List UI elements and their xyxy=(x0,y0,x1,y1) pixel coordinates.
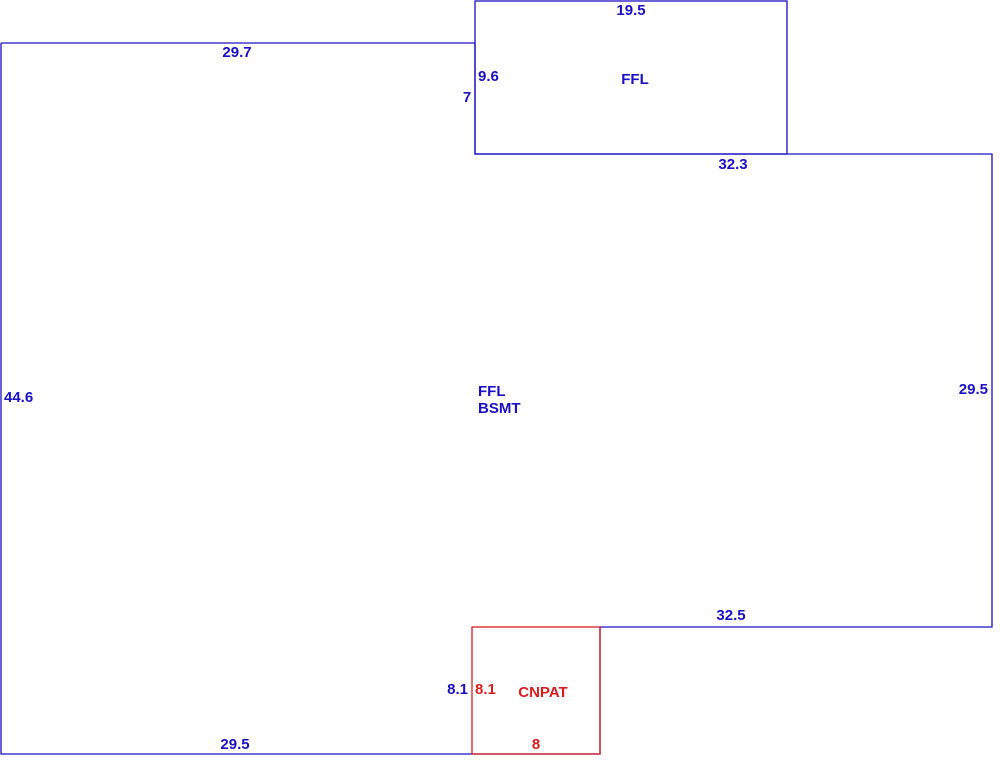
label-top-box: FFL xyxy=(621,71,649,88)
dim-patio-bottom: 8 xyxy=(532,736,540,753)
dim-left-top: 29.7 xyxy=(222,44,251,61)
dim-top-box-left-inner: 9.6 xyxy=(478,68,499,85)
dim-bottom-left: 29.5 xyxy=(220,736,249,753)
upper-floor-box xyxy=(474,0,788,155)
label-main-line2: BSMT xyxy=(478,400,521,417)
dim-left-side: 44.6 xyxy=(4,389,33,406)
dim-top-box-top: 19.5 xyxy=(616,2,645,19)
label-patio: CNPAT xyxy=(518,684,567,701)
dim-top-box-left-outer: 7 xyxy=(463,89,471,106)
dim-mid-right-top: 32.3 xyxy=(718,156,747,173)
dim-bottom-right: 32.5 xyxy=(716,607,745,624)
dim-patio-left-inner: 8.1 xyxy=(475,681,496,698)
dim-patio-left-outer: 8.1 xyxy=(447,681,468,698)
label-main-line1: FFL xyxy=(478,383,506,400)
patio-box xyxy=(471,626,601,755)
dim-right-side: 29.5 xyxy=(959,381,988,398)
